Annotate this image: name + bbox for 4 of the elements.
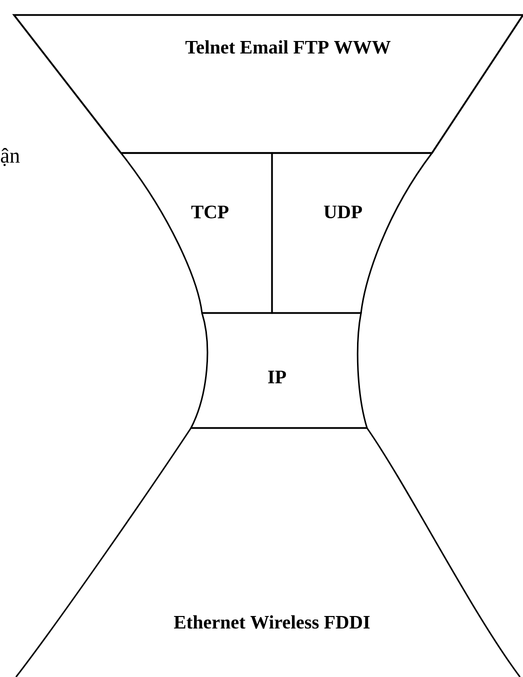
layer-region: UDP [271,152,433,314]
layer-region: Ethernet Wireless FDDI [15,427,521,677]
layer-region: TCP [120,152,273,314]
layer-region: IP [190,312,368,429]
